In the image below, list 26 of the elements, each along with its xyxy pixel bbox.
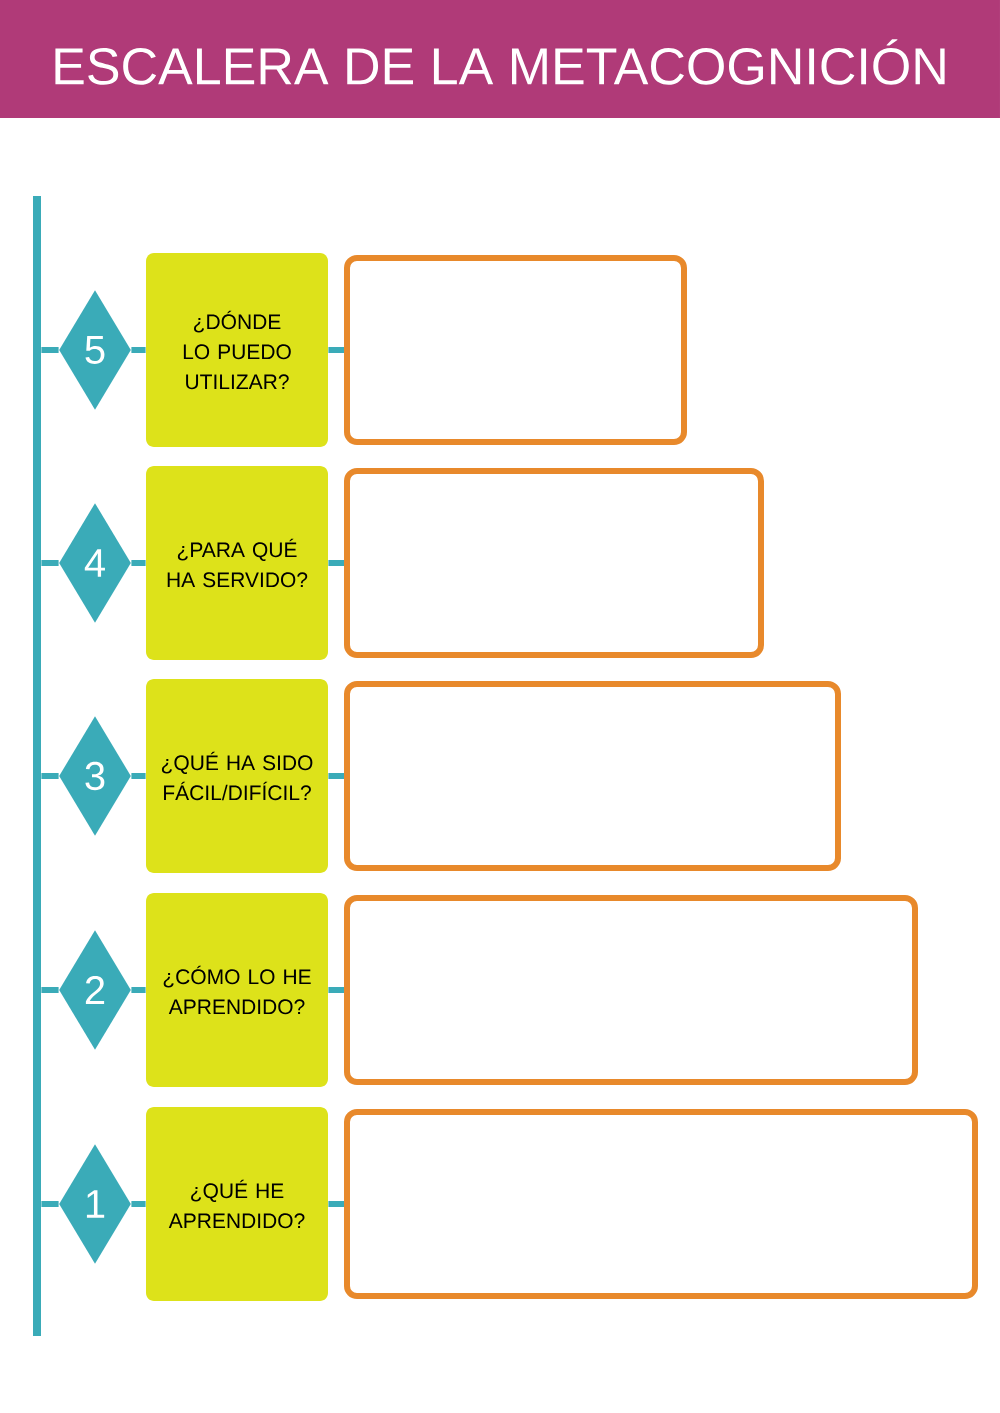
connector-line (328, 987, 344, 993)
question-box: ¿DÓNDE LO PUEDO UTILIZAR? (146, 253, 328, 447)
answer-box (344, 681, 841, 871)
connector-line (328, 560, 344, 566)
question-box: ¿QUÉ HE APRENDIDO? (146, 1107, 328, 1301)
connector-line (41, 347, 59, 353)
connector-line (131, 773, 146, 779)
question-box: ¿QUÉ HA SIDO FÁCIL/DIFÍCIL? (146, 679, 328, 873)
title-band: ESCALERA DE LA METACOGNICIÓN (0, 0, 1000, 118)
connector-line (41, 560, 59, 566)
connector-line (131, 1201, 146, 1207)
connector-line (328, 1201, 344, 1207)
answer-box (344, 895, 918, 1085)
connector-line (328, 773, 344, 779)
connector-line (328, 347, 344, 353)
question-box: ¿CÓMO LO HE APRENDIDO? (146, 893, 328, 1087)
connector-line (131, 347, 146, 353)
connector-line (41, 987, 59, 993)
answer-box (344, 255, 687, 445)
answer-box (344, 468, 764, 658)
answer-box (344, 1109, 978, 1299)
question-box: ¿PARA QUÉ HA SERVIDO? (146, 466, 328, 660)
connector-line (131, 987, 146, 993)
connector-line (131, 560, 146, 566)
connector-line (41, 1201, 59, 1207)
connector-line (41, 773, 59, 779)
